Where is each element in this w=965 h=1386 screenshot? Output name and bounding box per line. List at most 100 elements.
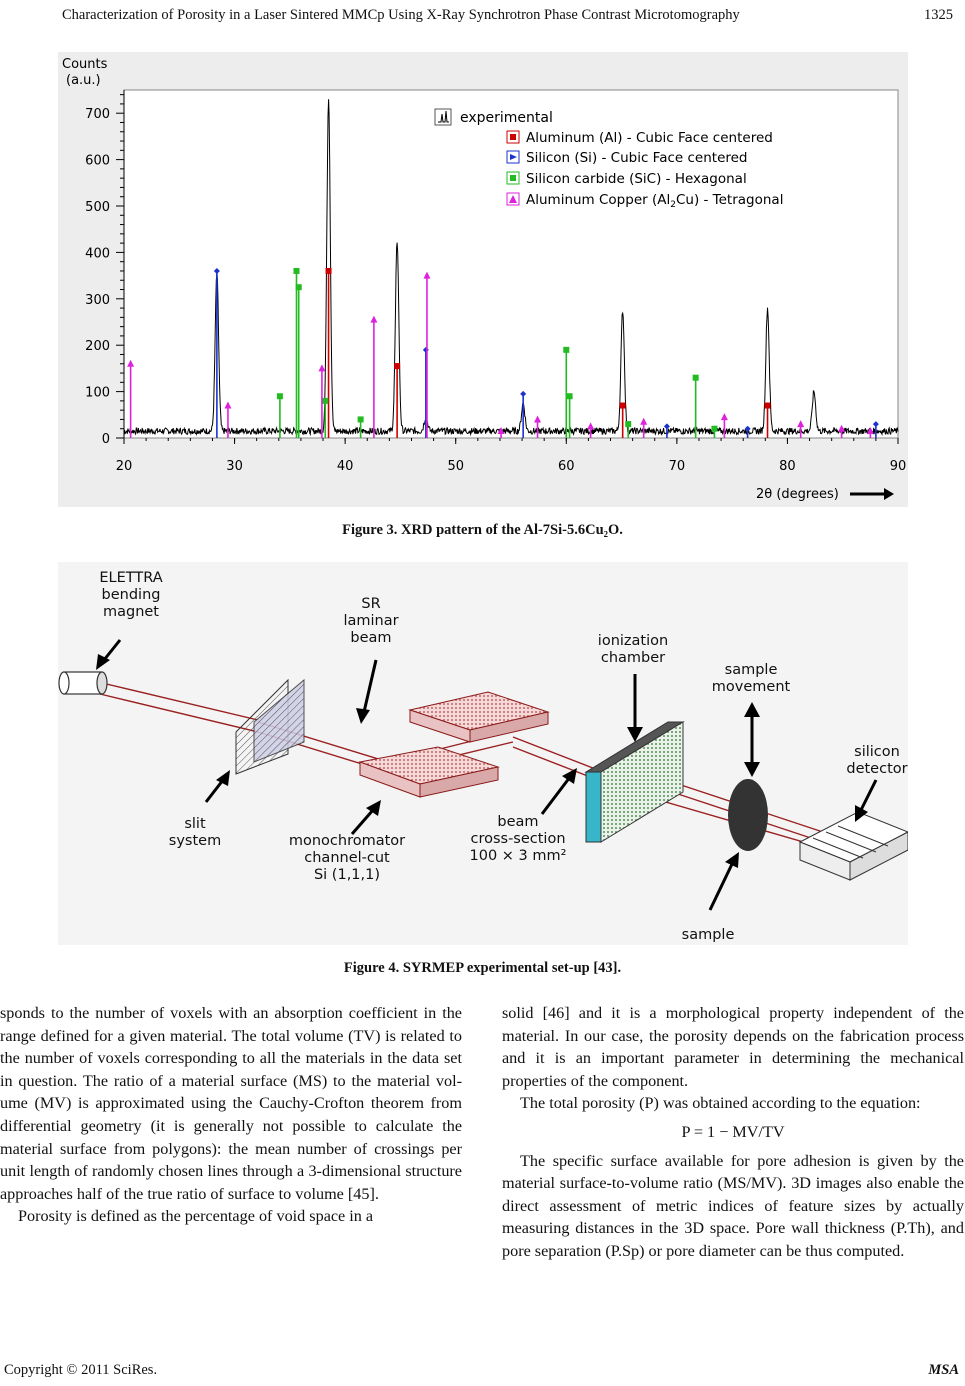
y-tick-label: 400 — [85, 246, 110, 261]
phase-marker-point — [663, 423, 670, 430]
phase-marker-point — [423, 271, 431, 279]
phase-marker-point — [587, 422, 595, 430]
phase-marker-point — [625, 421, 632, 428]
phase-marker-point — [293, 267, 300, 274]
phase-marker-point — [692, 374, 699, 381]
legend-si-marker — [510, 154, 517, 160]
label-silicon: silicon — [854, 744, 900, 760]
x-tick-label: 90 — [890, 459, 907, 474]
x-tick-label: 80 — [779, 459, 796, 474]
silicon-detector — [798, 811, 910, 881]
x-tick-label: 30 — [226, 459, 243, 474]
phase-marker-point — [127, 359, 135, 367]
label-beam: beam — [350, 630, 391, 646]
label-slit: slit — [184, 816, 206, 832]
phase-marker-point — [357, 416, 364, 423]
right-column: solid [46] and it is a morphological pro… — [502, 1002, 964, 1263]
x-tick-label: 60 — [558, 459, 575, 474]
legend-experimental-glyph — [438, 110, 449, 123]
ionization-chamber — [584, 721, 685, 843]
running-title: Characterization of Porosity in a Laser … — [62, 7, 740, 23]
label-channel-cut: channel-cut — [304, 850, 390, 866]
phase-marker-point — [322, 397, 329, 404]
sample-body — [728, 779, 768, 851]
figure-4: ELETTRA bending magnet SR laminar beam i… — [58, 562, 910, 945]
y-tick-label: 300 — [85, 293, 110, 308]
label-si-111: Si (1,1,1) — [314, 867, 380, 883]
figure-4-caption-text: Figure 4. SYRMEP experimental set-up [43… — [343, 960, 622, 976]
x-tick-label: 50 — [447, 459, 464, 474]
figure-3-caption-text: Figure 3. XRD pattern of the Al-7Si-5.6C… — [342, 522, 623, 538]
phase-marker-point — [394, 363, 401, 370]
y-tick-label: 700 — [85, 107, 110, 122]
phase-marker-point — [370, 315, 378, 323]
syrmep-setup-diagram: ELETTRA bending magnet SR laminar beam i… — [58, 562, 910, 945]
label-laminar: laminar — [343, 613, 398, 629]
phase-marker-point — [213, 267, 220, 274]
legend-al-label: Aluminum (Al) - Cubic Face centered — [526, 130, 773, 146]
label-system: system — [169, 833, 221, 849]
right-paragraph-1: solid [46] and it is a morphological pro… — [502, 1004, 964, 1090]
label-sample-movement-2: movement — [712, 679, 791, 695]
copyright: Copyright © 2011 SciRes. — [4, 1362, 158, 1378]
label-sr: SR — [361, 596, 380, 612]
legend-al-marker — [510, 134, 516, 140]
plot-area — [123, 89, 899, 439]
phase-marker-point — [497, 427, 505, 435]
phase-marker-point — [744, 425, 751, 432]
bending-magnet-source — [58, 671, 108, 695]
figure-3-caption: Figure 3. XRD pattern of the Al-7Si-5.6C… — [0, 522, 965, 539]
phase-marker-point — [838, 424, 846, 432]
x-tick-label: 20 — [116, 459, 133, 474]
label-sample: sample — [682, 927, 735, 943]
phase-marker-point — [566, 393, 573, 400]
label-elettra: ELETTRA — [99, 570, 162, 586]
phase-marker-point — [764, 402, 771, 409]
porosity-equation: P = 1 − MV/TV — [681, 1122, 785, 1141]
legend-sic-marker — [510, 175, 516, 181]
label-detector: detector — [846, 761, 907, 777]
label-chamber: chamber — [601, 650, 665, 666]
phase-marker-point — [224, 401, 232, 409]
slit-system — [235, 678, 305, 775]
page-number: 1325 — [924, 7, 953, 23]
x-axis-label: 2θ (degrees) — [756, 487, 839, 502]
x-tick-label: 40 — [337, 459, 354, 474]
experimental-pattern-line — [123, 99, 899, 437]
label-sample-movement-1: sample — [725, 662, 778, 678]
phase-markers — [127, 267, 879, 438]
label-cross-section: cross-section — [470, 831, 565, 847]
y-axis-label-counts: Counts — [62, 57, 108, 72]
y-axis-label-units: (a.u.) — [66, 73, 101, 88]
phase-marker-point — [797, 420, 805, 428]
legend-si-label: Silicon (Si) - Cubic Face centered — [526, 150, 748, 166]
phase-marker-point — [866, 427, 874, 435]
legend-experimental-label: experimental — [460, 110, 553, 126]
diagram-background — [58, 562, 908, 945]
phase-marker-point — [325, 267, 332, 274]
right-paragraph-3: The specific surface available for pore … — [502, 1151, 964, 1260]
running-header: Characterization of Porosity in a Laser … — [0, 0, 965, 30]
phase-marker-point — [872, 421, 879, 428]
left-paragraph-2: Porosity is defined as the percentage of… — [18, 1207, 374, 1226]
phase-marker-point — [276, 393, 283, 400]
label-ionization: ionization — [598, 633, 668, 649]
legend-alcu-label: Aluminum Copper (Al2Cu) - Tetragonal — [526, 192, 783, 210]
phase-marker-point — [640, 417, 648, 425]
phase-marker-point — [534, 415, 542, 423]
legend-experimental-swatch — [434, 108, 452, 126]
y-tick-label: 200 — [85, 339, 110, 354]
left-paragraph-1: sponds to the number of voxels with an a… — [0, 1004, 462, 1203]
label-beam-size: 100 × 3 mm² — [470, 848, 567, 864]
phase-marker-point — [318, 364, 326, 372]
legend-alcu-marker — [509, 195, 517, 203]
pointer-arrows — [96, 639, 878, 911]
right-paragraph-2: The total porosity (P) was obtained acco… — [520, 1094, 921, 1113]
y-tick-label: 100 — [85, 386, 110, 401]
chart-grid — [123, 89, 899, 439]
label-beam-cross: beam — [497, 814, 538, 830]
